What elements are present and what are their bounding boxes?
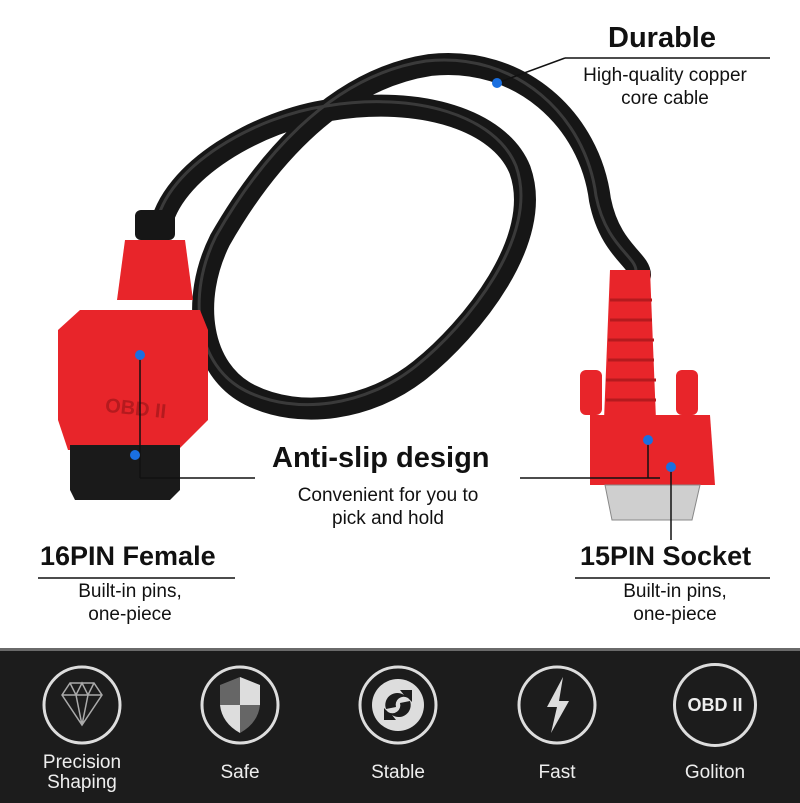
socket-dot [666,462,676,472]
shield-icon [200,665,280,745]
obd-plug [70,445,180,500]
feature-stable: Stable [338,663,458,783]
socket-title: 15PIN Socket [580,541,752,571]
desc-line: core cable [621,88,709,109]
feature-label: Stable [371,762,425,783]
durable-desc: High-quality copper core cable [555,64,775,110]
db15-socket [604,484,701,521]
feature-label: Precision Shaping [42,752,122,793]
obd-badge-icon: OBD II [673,663,757,747]
db15-connector-body [590,415,715,485]
obd-cable-product-image: OBD II [38,53,770,579]
durable-dot [492,78,502,88]
desc-line: Built-in pins, [623,581,727,602]
desc-line: one-piece [88,604,172,625]
feature-label: Goliton [684,762,746,783]
feature-safe: Safe [180,663,300,783]
socket-desc: Built-in pins, one-piece [575,580,775,626]
durable-title: Durable [608,22,716,54]
lightning-icon [517,665,597,745]
anti-slip-desc: Convenient for you to pick and hold [268,484,508,530]
feature-label: Safe [220,762,260,783]
diamond-icon [42,665,122,745]
female-title: 16PIN Female [40,541,216,571]
recycle-arrows-icon [358,665,438,745]
desc-line: pick and hold [332,508,444,529]
female-dot [130,450,140,460]
feature-label: Fast [538,762,576,783]
female-desc: Built-in pins, one-piece [30,580,230,626]
obd-connector-body [58,310,208,450]
velcro-strap [135,210,175,240]
desc-line: Built-in pins, [78,581,182,602]
feature-precision: Precision Shaping [22,663,142,793]
anti-slip-dot-right [643,435,653,445]
desc-line: High-quality copper [583,65,747,86]
feature-goliton: OBD II Goliton [655,663,775,783]
desc-line: Convenient for you to [297,485,479,506]
obd-strain-relief [117,240,193,300]
anti-slip-dot-left [135,350,145,360]
db15-strain-relief [604,270,656,420]
feature-band: Precision Shaping Safe Stable Fast OBD I… [0,648,800,803]
feature-fast: Fast [497,663,617,783]
desc-line: one-piece [633,604,717,625]
anti-slip-title: Anti-slip design [272,442,490,474]
